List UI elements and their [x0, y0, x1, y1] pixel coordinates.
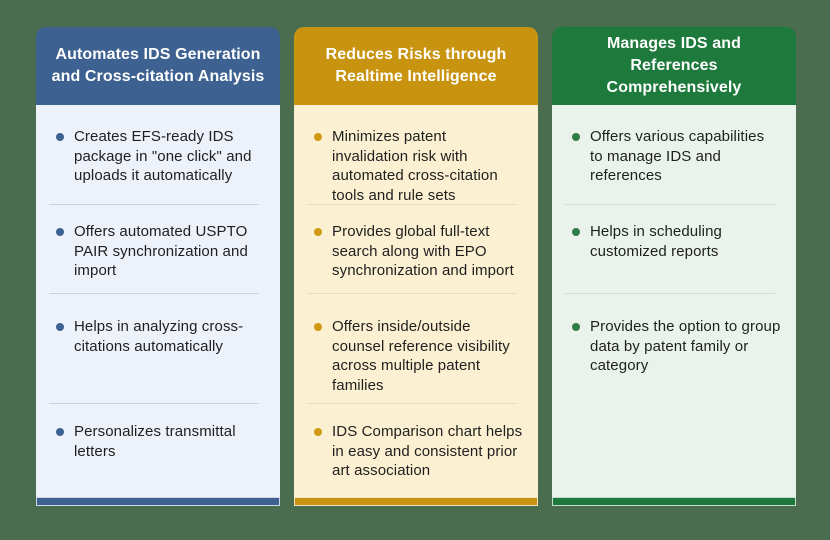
- bullet-icon: [56, 323, 64, 331]
- feature-text: IDS Comparison chart helps in easy and c…: [332, 423, 523, 479]
- bullet-icon: [56, 133, 64, 141]
- feature-row: Provides the option to group data by pat…: [552, 293, 796, 403]
- bullet-icon: [314, 428, 322, 436]
- bullet-icon: [572, 133, 580, 141]
- card-header: Manages IDS and References Comprehensive…: [552, 27, 796, 105]
- feature-card-automates-ids-generation: Automates IDS Generation and Cross-citat…: [36, 27, 280, 506]
- feature-row: Creates EFS-ready IDS package in "one cl…: [36, 105, 280, 204]
- feature-card-reduces-risks: Reduces Risks through Realtime Intellige…: [294, 27, 538, 506]
- card-footer-bar: [36, 497, 280, 506]
- feature-row: Provides global full-text search along w…: [294, 204, 538, 293]
- bullet-icon: [56, 428, 64, 436]
- bullet-icon: [572, 228, 580, 236]
- card-body: Offers various capabilities to manage ID…: [552, 105, 796, 497]
- card-body: Creates EFS-ready IDS package in "one cl…: [36, 105, 280, 497]
- card-footer-bar: [552, 497, 796, 506]
- feature-row: Offers various capabilities to manage ID…: [552, 105, 796, 204]
- feature-row: Offers automated USPTO PAIR synchronizat…: [36, 204, 280, 293]
- feature-text: Provides the option to group data by pat…: [590, 318, 781, 374]
- bullet-icon: [314, 133, 322, 141]
- feature-row: Helps in analyzing cross-citations autom…: [36, 293, 280, 403]
- card-title: Automates IDS Generation and Cross-citat…: [51, 46, 265, 85]
- feature-card-manages-ids-references: Manages IDS and References Comprehensive…: [552, 27, 796, 506]
- feature-text: Helps in scheduling customized reports: [590, 223, 722, 260]
- bullet-icon: [572, 323, 580, 331]
- bullet-icon: [314, 323, 322, 331]
- feature-row: Offers inside/outside counsel reference …: [294, 293, 538, 403]
- feature-text: Minimizes patent invalidation risk with …: [332, 128, 498, 204]
- feature-text: Offers inside/outside counsel reference …: [332, 318, 510, 394]
- card-title: Reduces Risks through Realtime Intellige…: [325, 46, 507, 85]
- bullet-icon: [314, 228, 322, 236]
- feature-row: Personalizes transmittal letters: [36, 403, 280, 497]
- feature-text: Offers various capabilities to manage ID…: [590, 128, 765, 184]
- feature-row: Helps in scheduling customized reports: [552, 204, 796, 293]
- feature-text: Provides global full-text search along w…: [332, 223, 514, 279]
- card-header: Automates IDS Generation and Cross-citat…: [36, 27, 280, 105]
- card-body: Minimizes patent invalidation risk with …: [294, 105, 538, 497]
- bullet-icon: [56, 228, 64, 236]
- feature-text: Creates EFS-ready IDS package in "one cl…: [74, 128, 252, 184]
- feature-text: Personalizes transmittal letters: [74, 423, 236, 460]
- feature-text: Helps in analyzing cross-citations autom…: [74, 318, 244, 355]
- feature-columns: Automates IDS Generation and Cross-citat…: [36, 27, 796, 506]
- feature-row: IDS Comparison chart helps in easy and c…: [294, 403, 538, 497]
- feature-row: Minimizes patent invalidation risk with …: [294, 105, 538, 204]
- card-footer-bar: [294, 497, 538, 506]
- feature-text: Offers automated USPTO PAIR synchronizat…: [74, 223, 248, 279]
- card-header: Reduces Risks through Realtime Intellige…: [294, 27, 538, 105]
- card-title: Manages IDS and References Comprehensive…: [606, 35, 742, 96]
